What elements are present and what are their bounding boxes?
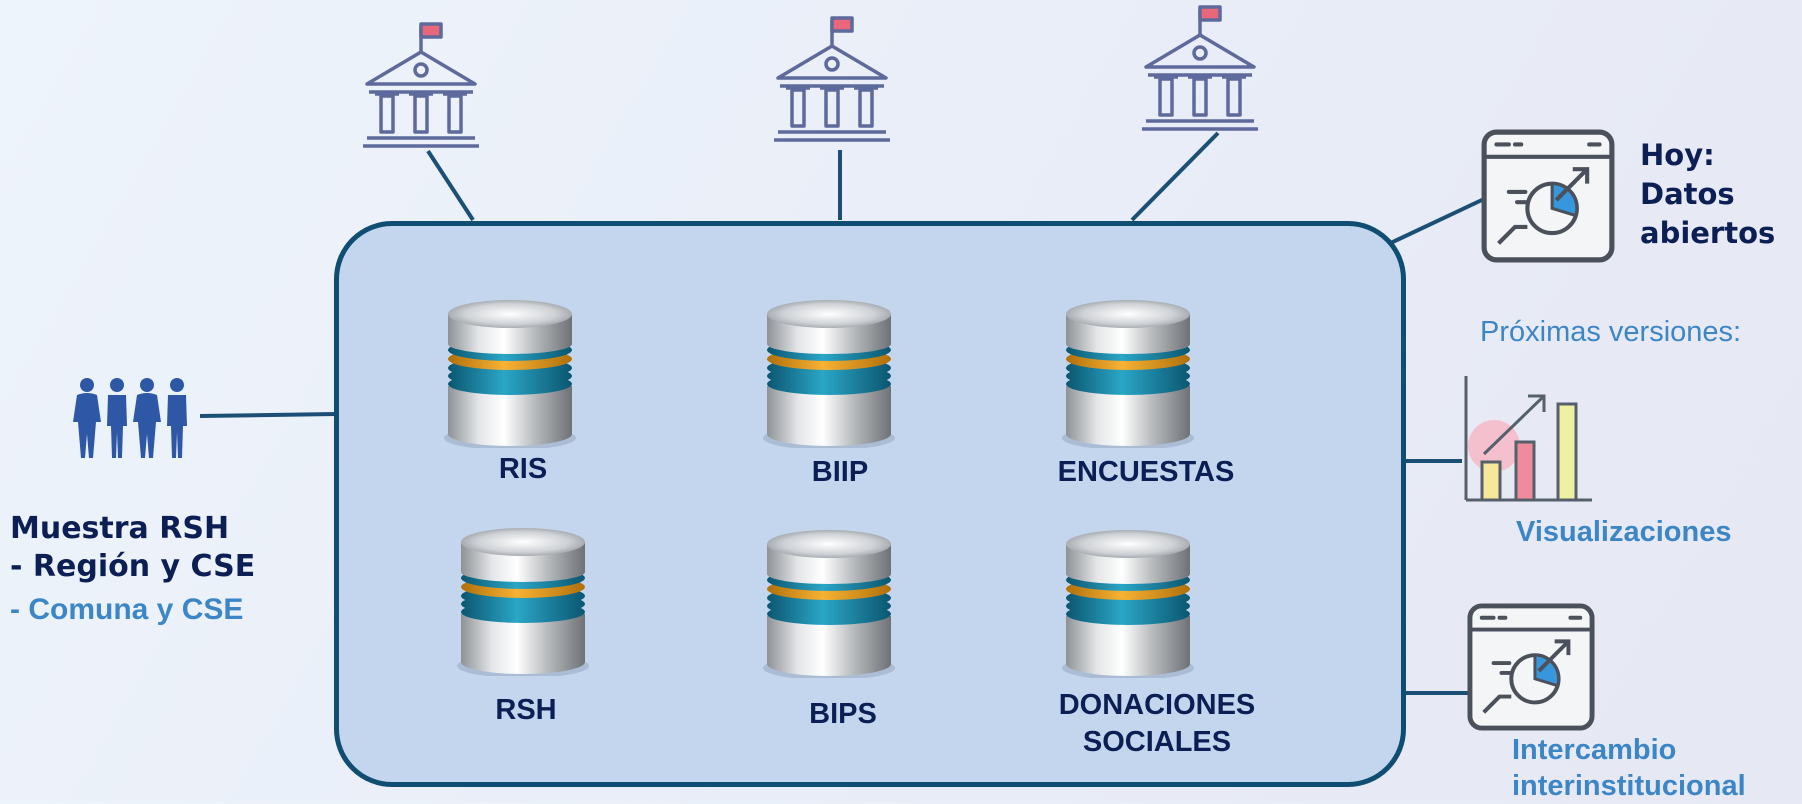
dashboard-window-icon: [1466, 602, 1596, 732]
muestra-title: Muestra RSH: [10, 511, 230, 546]
database-icon: [763, 300, 895, 448]
people-group-icon: [73, 378, 187, 458]
next-versions-label: Próximas versiones:: [1480, 316, 1742, 348]
database-icon: [444, 300, 576, 448]
muestra-line-comuna: - Comuna y CSE: [10, 593, 244, 626]
institution-icon: [772, 16, 892, 142]
visualizations-label: Visualizaciones: [1516, 516, 1732, 548]
muestra-line-region: - Región y CSE: [10, 549, 256, 584]
database-label-encuestas: ENCUESTAS: [1057, 456, 1235, 488]
database-icon: [1062, 530, 1194, 678]
exchange-label: Intercambio interinstitucional: [1512, 734, 1746, 802]
database-icon: [457, 528, 589, 676]
institution-icon: [361, 22, 481, 148]
database-icon: [763, 530, 895, 678]
database-label-ris: RIS: [498, 453, 548, 485]
institution-icon: [1140, 5, 1260, 131]
database-label-bips: BIPS: [809, 698, 877, 730]
database-label-donaciones-sociales: DONACIONES SOCIALES: [1058, 689, 1256, 758]
open-data-label: Hoy: Datos abiertos: [1640, 138, 1776, 250]
database-label-biip: BIIP: [811, 456, 869, 488]
database-icon: [1062, 300, 1194, 448]
database-label-rsh: RSH: [495, 694, 557, 726]
bar-chart-icon: [1464, 376, 1592, 502]
dashboard-window-icon: [1480, 128, 1616, 264]
